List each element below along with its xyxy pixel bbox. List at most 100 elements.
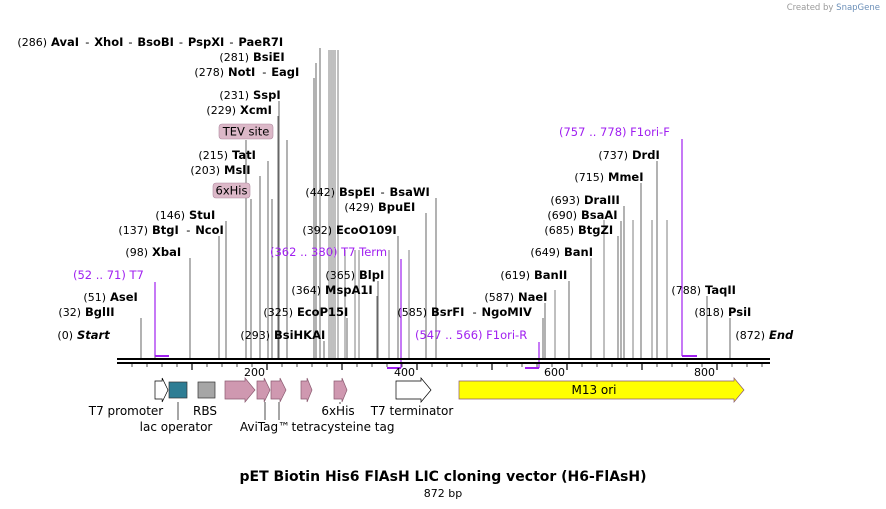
site-position-788: (788) [671, 284, 701, 297]
site-name-btgzi: BtgZI [578, 223, 613, 237]
site-position-203: (203) [190, 164, 220, 177]
site-position-278: (278) [194, 66, 224, 79]
site-separator: - [186, 223, 190, 237]
feature-6xhis-arrow [270, 377, 287, 403]
site-position-693: (693) [550, 194, 580, 207]
site-position-325: (325) [263, 306, 293, 319]
site-position-442: (442) [305, 186, 335, 199]
site-name-end: End [769, 328, 794, 342]
primer-label-f1ori-f: (757 .. 778) F1ori-F [559, 125, 670, 139]
site-position-146: (146) [155, 209, 185, 222]
site-position-649: (649) [530, 246, 560, 259]
site-name-bsawi: BsaWI [390, 185, 430, 199]
site-name-drdi: DrdI [632, 148, 660, 162]
site-separator: - [179, 35, 183, 49]
site-position-365: (365) [325, 269, 355, 282]
credit-prefix: Created by [786, 3, 834, 13]
site-name-mmei: MmeI [608, 170, 644, 184]
site-name-draiii: DraIII [584, 193, 620, 207]
site-separator: - [262, 65, 266, 79]
primer-label-t7-term: (362 .. 380) T7 Term [270, 245, 387, 259]
ruler-label-200: 200 [244, 366, 265, 379]
site-name-naei: NaeI [518, 290, 547, 304]
site-name-avai: AvaI [51, 35, 79, 49]
site-position-0: (0) [57, 329, 73, 342]
site-name-ecoo109i: EcoO109I [336, 223, 397, 237]
site-name-noti: NotI [228, 65, 255, 79]
site-separator: - [85, 35, 89, 49]
site-name-ncoi: NcoI [195, 223, 224, 237]
site-name-bani: BanI [564, 245, 593, 259]
site-name-sspi: SspI [253, 88, 281, 102]
site-position-818: (818) [694, 306, 724, 319]
feature-label-lac-operator: lac operator [140, 420, 213, 434]
site-name-taqii: TaqII [705, 283, 736, 297]
map-length: 872 bp [423, 487, 463, 500]
site-position-685: (685) [544, 224, 574, 237]
site-name-paer7i: PaeR7I [238, 35, 283, 49]
site-position-429: (429) [344, 201, 374, 214]
primer-label-f1ori-r: (547 .. 566) F1ori-R [415, 328, 527, 342]
site-lines [140, 48, 731, 359]
site-position-619: (619) [500, 269, 530, 282]
site-position-715: (715) [574, 171, 604, 184]
snapgene-logo: SnapGene [836, 3, 880, 13]
site-position-229: (229) [206, 104, 236, 117]
site-name-tati: TatI [232, 148, 256, 162]
feature-label-t7-promoter: T7 promoter [88, 404, 164, 418]
feature-t7-promoter [154, 377, 169, 403]
site-name-bglii: BglII [85, 305, 115, 319]
site-position-872: (872) [735, 329, 765, 342]
primers: (52 .. 71) T7(362 .. 380) T7 Term(547 ..… [73, 125, 697, 369]
backbone-bottom-strand [117, 362, 770, 364]
site-name-start: Start [77, 328, 110, 342]
site-position-281: (281) [219, 51, 249, 64]
site-position-51: (51) [83, 291, 106, 304]
feature-label-tetracysteine-tag: tetracysteine tag [292, 420, 395, 434]
site-position-585: (585) [397, 306, 427, 319]
site-separator: - [128, 35, 132, 49]
feature-lac-operator [168, 381, 188, 399]
feature-label-rbs: RBS [193, 404, 217, 418]
site-position-690: (690) [547, 209, 577, 222]
site-name-blpi: BlpI [359, 268, 384, 282]
boxed-label-text-6xhis: 6xHis [216, 184, 248, 198]
site-position-293: (293) [240, 329, 270, 342]
site-separator: - [229, 35, 233, 49]
site-position-231: (231) [219, 89, 249, 102]
site-position-32: (32) [58, 306, 81, 319]
feature-6xhis [256, 377, 271, 403]
ruler-label-600: 600 [544, 366, 565, 379]
site-name-eagi: EagI [271, 65, 299, 79]
site-name-bsaai: BsaAI [581, 208, 618, 222]
feature-rbs [197, 381, 216, 399]
ruler-label-400: 400 [394, 366, 415, 379]
site-name-psii: PsiI [728, 305, 751, 319]
site-separator: - [473, 305, 477, 319]
site-name-bsrfi: BsrFI [431, 305, 464, 319]
feature-avitag [224, 377, 256, 403]
feature-t7-terminator [395, 377, 432, 403]
site-name-btgi: BtgI [152, 223, 179, 237]
site-position-286: (286) [17, 36, 47, 49]
site-name-xcmi: XcmI [240, 103, 272, 117]
site-name-mspa1i: MspA1I [325, 283, 373, 297]
feature-tetracysteine-arrow [333, 377, 348, 403]
site-name-banii: BanII [534, 268, 567, 282]
site-position-392: (392) [302, 224, 332, 237]
feature-label-avitag: AviTag™ [240, 420, 290, 434]
site-name-ngomiv: NgoMIV [482, 305, 532, 319]
site-name-stui: StuI [189, 208, 215, 222]
site-position-587: (587) [484, 291, 514, 304]
feature-label-m13-ori: M13 ori [571, 383, 616, 397]
site-name-asei: AseI [110, 290, 138, 304]
feature-m13-ori [458, 377, 745, 403]
site-position-364: (364) [291, 284, 321, 297]
site-position-737: (737) [598, 149, 628, 162]
site-name-bspei: BspEI [339, 185, 375, 199]
site-name-xbai: XbaI [152, 245, 181, 259]
snapgene-credit: Created by SnapGene [787, 3, 880, 13]
site-name-pspxi: PspXI [188, 35, 224, 49]
